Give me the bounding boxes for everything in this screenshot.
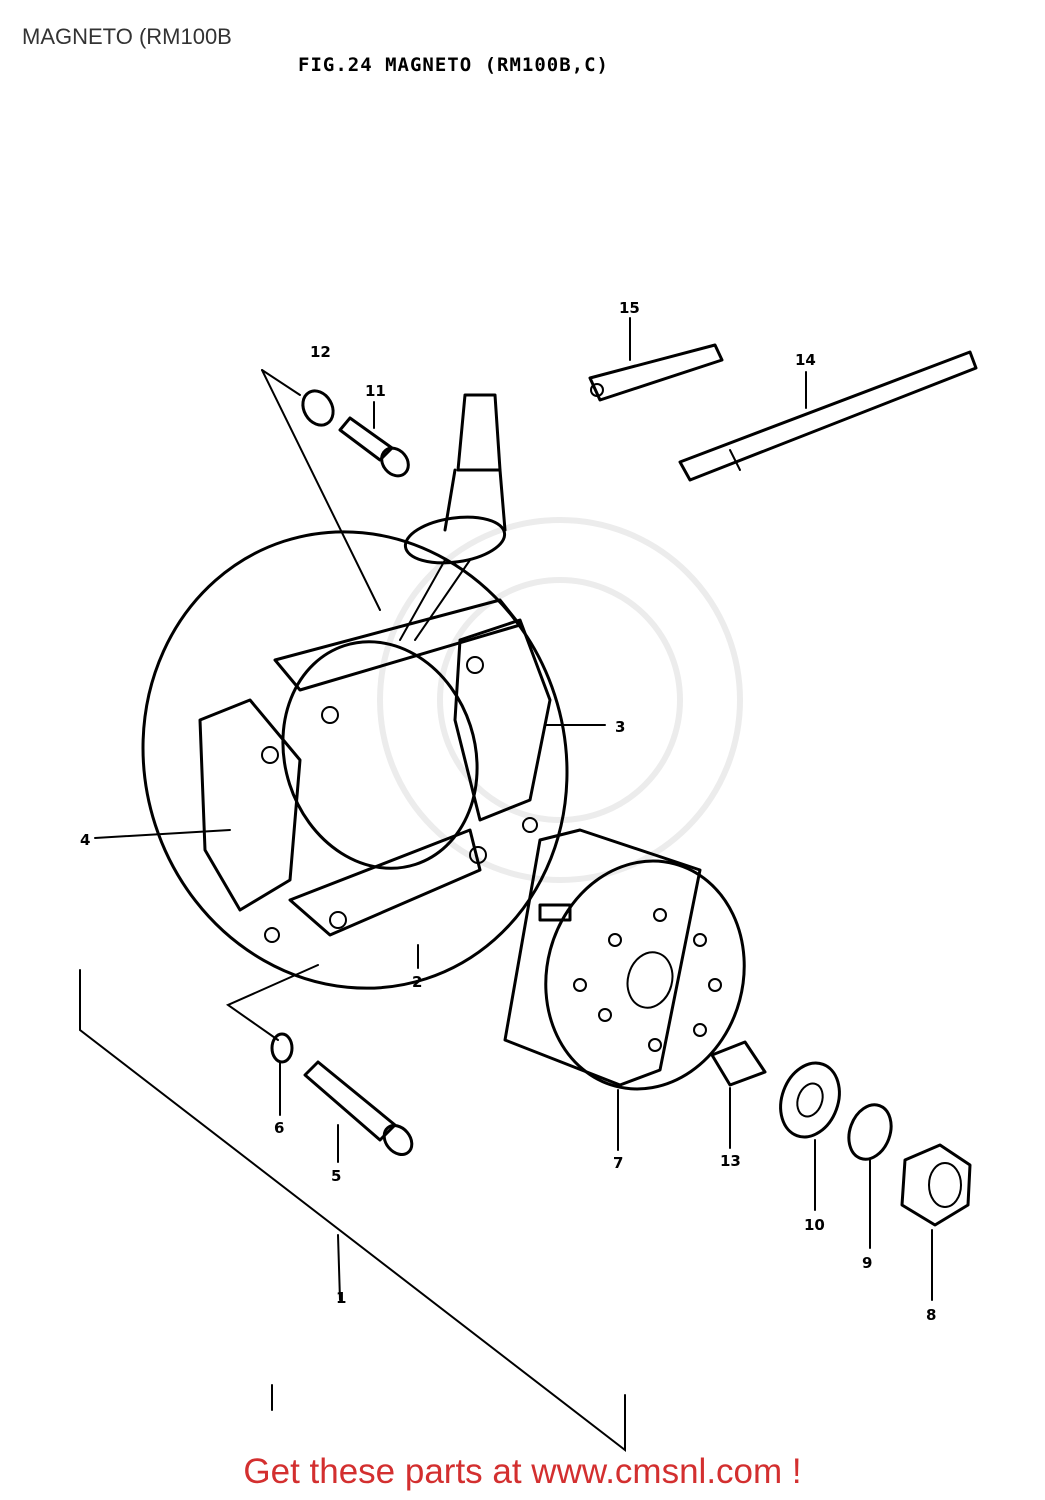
stator-plate xyxy=(141,530,569,990)
band-part-14 xyxy=(678,350,978,482)
promo-banner-link[interactable]: Get these parts at www.cmsnl.com ! xyxy=(243,1452,802,1491)
assembly-bracket-part-1 xyxy=(79,969,626,1453)
callout-3: 3 xyxy=(615,718,625,736)
callout-7: 7 xyxy=(613,1154,623,1172)
screw-part-11 xyxy=(338,416,410,478)
wire-lead xyxy=(399,393,507,641)
callout-14: 14 xyxy=(795,351,816,369)
callout-8: 8 xyxy=(926,1306,936,1324)
flywheel-rotor xyxy=(503,828,746,1091)
plate-part-15 xyxy=(588,343,724,402)
nut-part-8 xyxy=(900,1143,972,1227)
washer-part-6 xyxy=(270,1032,294,1064)
screw-part-5 xyxy=(303,1060,414,1156)
callout-9: 9 xyxy=(862,1254,872,1272)
figure-title: FIG.24 MAGNETO (RM100B,C) xyxy=(298,54,609,76)
callout-13: 13 xyxy=(720,1152,741,1170)
callout-4: 4 xyxy=(80,831,90,849)
callout-15: 15 xyxy=(619,299,640,317)
callout-1: 1 xyxy=(336,1289,346,1307)
callout-10: 10 xyxy=(804,1216,825,1234)
watermark-logo xyxy=(377,517,743,883)
leader-lines xyxy=(94,317,933,1301)
callout-labels: 1 2 3 4 5 6 7 8 9 10 11 12 13 14 15 xyxy=(80,299,936,1324)
callout-5: 5 xyxy=(331,1167,341,1185)
lockwasher-part-9 xyxy=(847,1103,893,1161)
washer-part-12 xyxy=(301,389,335,427)
callout-2: 2 xyxy=(412,973,422,991)
callout-6: 6 xyxy=(274,1119,284,1137)
callout-12: 12 xyxy=(310,343,331,361)
washer-part-10 xyxy=(779,1061,841,1139)
key-part-13 xyxy=(710,1040,767,1087)
page-title: MAGNETO (RM100B xyxy=(22,24,232,49)
callout-11: 11 xyxy=(365,382,386,400)
